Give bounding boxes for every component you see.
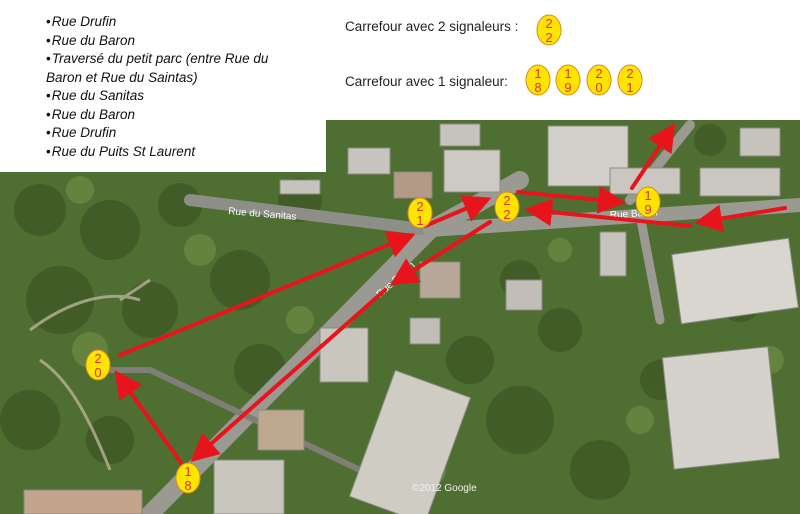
svg-text:1: 1 [184,464,191,479]
signaler-marker: 2 2 [494,191,520,223]
legend-one-signaler-icon: 2 1 [617,64,643,96]
route-arrow [630,123,676,190]
svg-text:2: 2 [94,351,101,366]
svg-text:8: 8 [534,80,541,95]
svg-text:1: 1 [644,188,651,203]
route-item: Rue du Baron [46,106,306,125]
route-item: Rue Drufin [46,124,306,143]
svg-text:2: 2 [626,66,633,81]
svg-text:2: 2 [545,30,552,45]
legend-two-signalers-icon: 2 2 [536,14,562,46]
signaler-marker: 1 9 [635,186,661,218]
svg-text:8: 8 [184,478,191,493]
svg-text:0: 0 [595,80,602,95]
svg-text:1: 1 [534,66,541,81]
svg-text:2: 2 [595,66,602,81]
svg-text:1: 1 [416,213,423,228]
svg-text:2: 2 [545,16,552,31]
svg-text:1: 1 [626,80,633,95]
signaler-marker: 2 0 [85,349,111,381]
route-arrow [524,198,692,228]
svg-text:2: 2 [503,207,510,222]
signaler-marker: 1 8 [175,462,201,494]
buildings [23,123,799,514]
route-list: Rue Drufin Rue du Baron Traversé du peti… [46,13,306,161]
legend-icons: 2 2 1 8 1 9 2 0 2 1 [525,14,643,96]
route-item: Rue du Puits St Laurent [46,143,306,162]
legend-one-signaler-icon: 1 8 [525,64,551,96]
route-arrows [114,123,787,466]
tree-canopy [0,124,762,500]
route-item: Rue du Sanitas [46,87,306,106]
legend-one-signaler-icon: 1 9 [555,64,581,96]
map-attribution: ©2012 Google [412,483,477,494]
route-item: Rue du Baron [46,32,306,51]
svg-text:2: 2 [416,199,423,214]
svg-text:9: 9 [644,202,651,217]
route-arrow [423,195,492,228]
route-arrow [118,231,416,357]
legend-two-signalers-label: Carrefour avec 2 signaleurs : [345,19,519,34]
route-item: Rue Drufin [46,13,306,32]
park-paths [29,278,151,471]
svg-text:2: 2 [503,193,510,208]
route-arrow [190,288,387,462]
legend-one-signaler-icon: 2 0 [586,64,612,96]
route-arrow [389,220,492,286]
legend-one-signaler-label: Carrefour avec 1 signaleur: [345,74,508,89]
route-arrow [694,204,787,233]
signaler-marker: 2 1 [407,197,433,229]
svg-text:0: 0 [94,365,101,380]
svg-text:9: 9 [564,80,571,95]
route-arrow [114,370,184,466]
route-item: Traversé du petit parc (entre Rue du Bar… [46,50,306,87]
route-arrow [516,185,626,214]
svg-text:1: 1 [564,66,571,81]
